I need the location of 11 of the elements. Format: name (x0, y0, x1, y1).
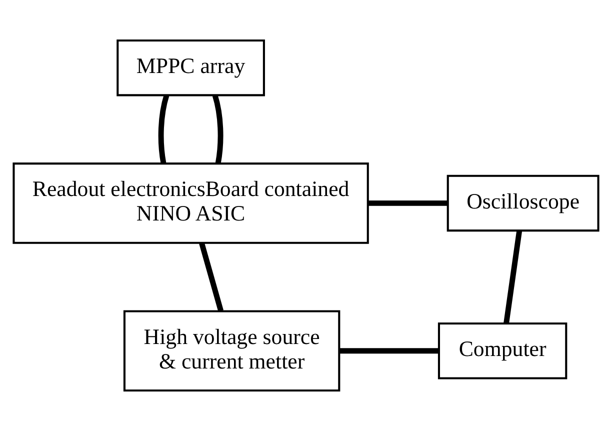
connector (339, 348, 439, 354)
node-box: MPPC array (116, 38, 265, 96)
connector (504, 230, 522, 323)
connector (199, 242, 224, 312)
connector (368, 200, 448, 206)
node-box: Computer (438, 322, 568, 379)
connector (212, 94, 224, 164)
node-box: Readout electronicsBoard contained NINO ASIC (12, 162, 369, 244)
connector (158, 94, 170, 164)
node-box: Oscilloscope (446, 174, 600, 232)
node-box: High voltage source & current metter (123, 310, 340, 392)
